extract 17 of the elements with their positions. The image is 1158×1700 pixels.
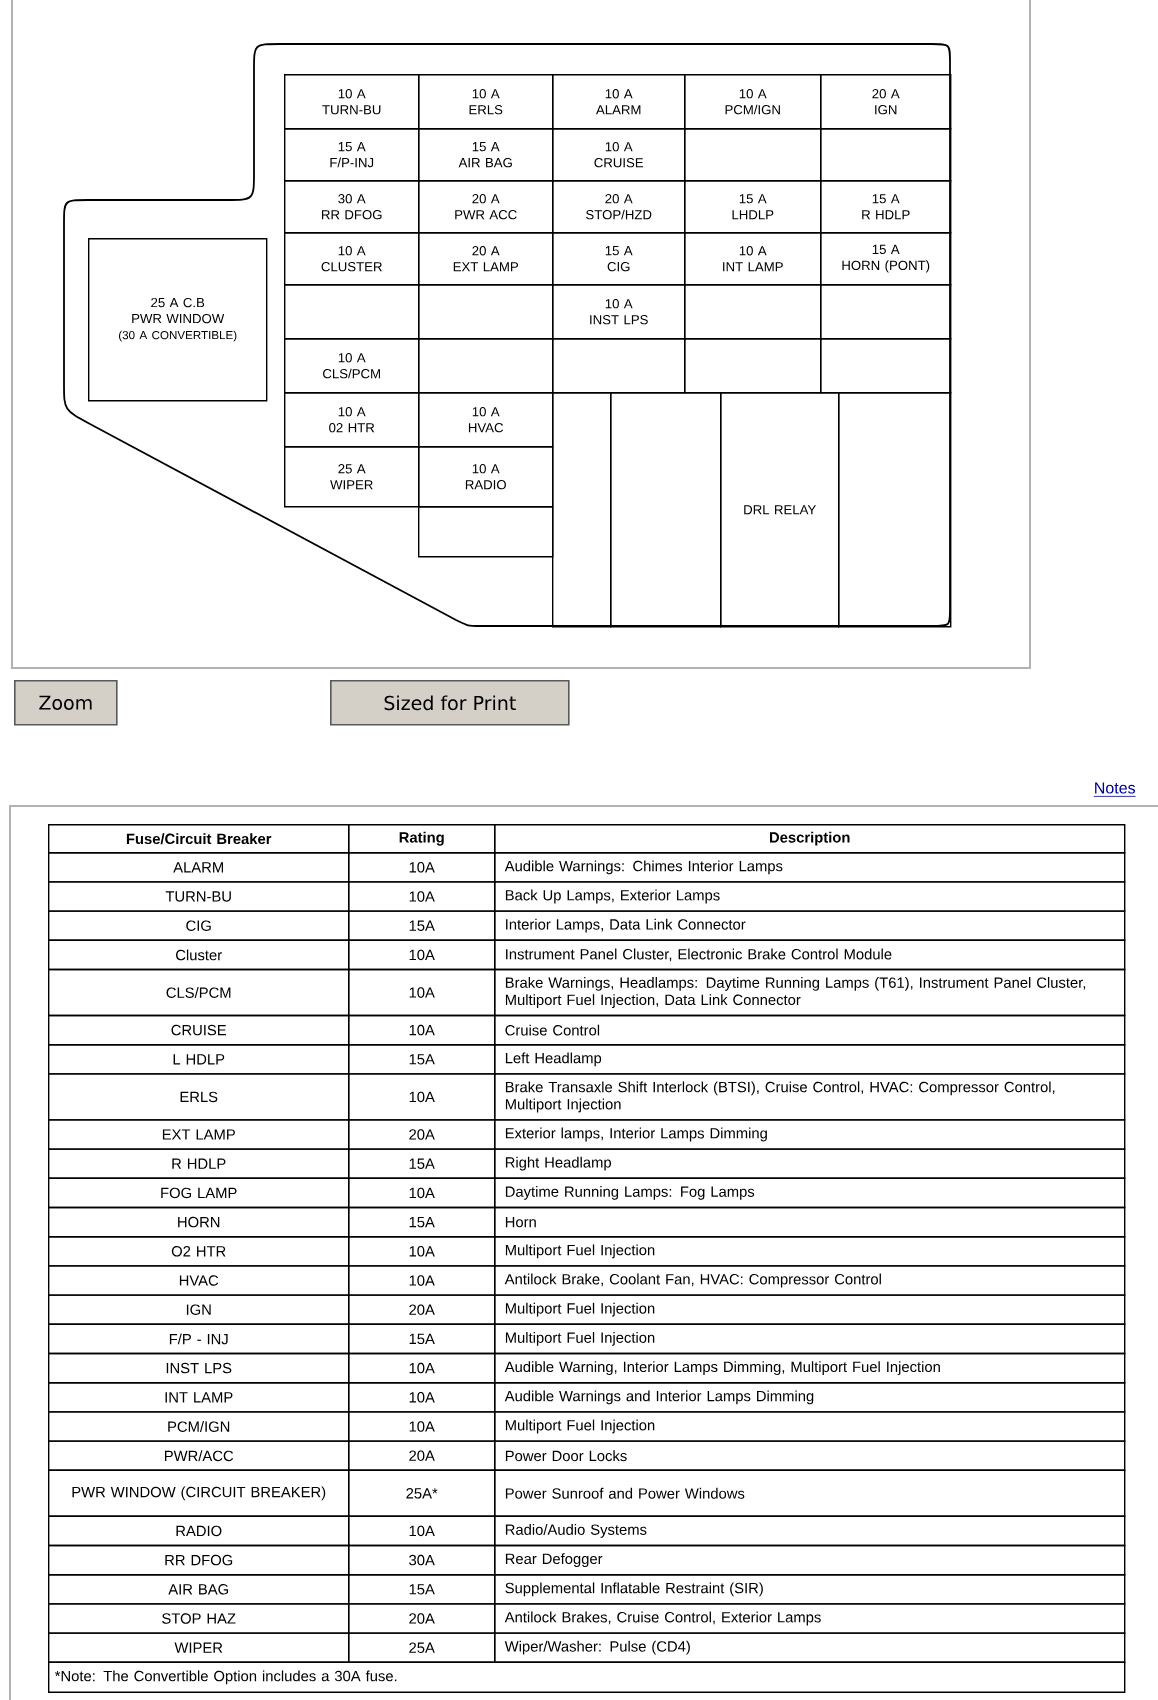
- empty-fuse-slot: [552, 392, 612, 628]
- empty-fuse-slot: [820, 128, 952, 182]
- empty-fuse-slot: [418, 506, 554, 558]
- empty-fuse-slot: [552, 338, 686, 394]
- empty-fuse-slot: [820, 338, 952, 394]
- empty-fuse-slot: [684, 338, 822, 394]
- notes-link: Notes: [1093, 782, 1136, 797]
- empty-fuse-slot: [610, 392, 722, 628]
- empty-fuse-slot: [684, 284, 822, 340]
- empty-fuse-slot: [684, 128, 822, 182]
- empty-fuse-slot: [820, 284, 952, 340]
- empty-fuse-slot: [418, 338, 554, 394]
- zoom-button: Zoom: [14, 680, 118, 726]
- empty-fuse-slot: [838, 392, 952, 628]
- print-size-button: Sized for Print: [330, 680, 570, 726]
- empty-fuse-slot: [418, 284, 554, 340]
- empty-fuse-slot: [284, 284, 420, 340]
